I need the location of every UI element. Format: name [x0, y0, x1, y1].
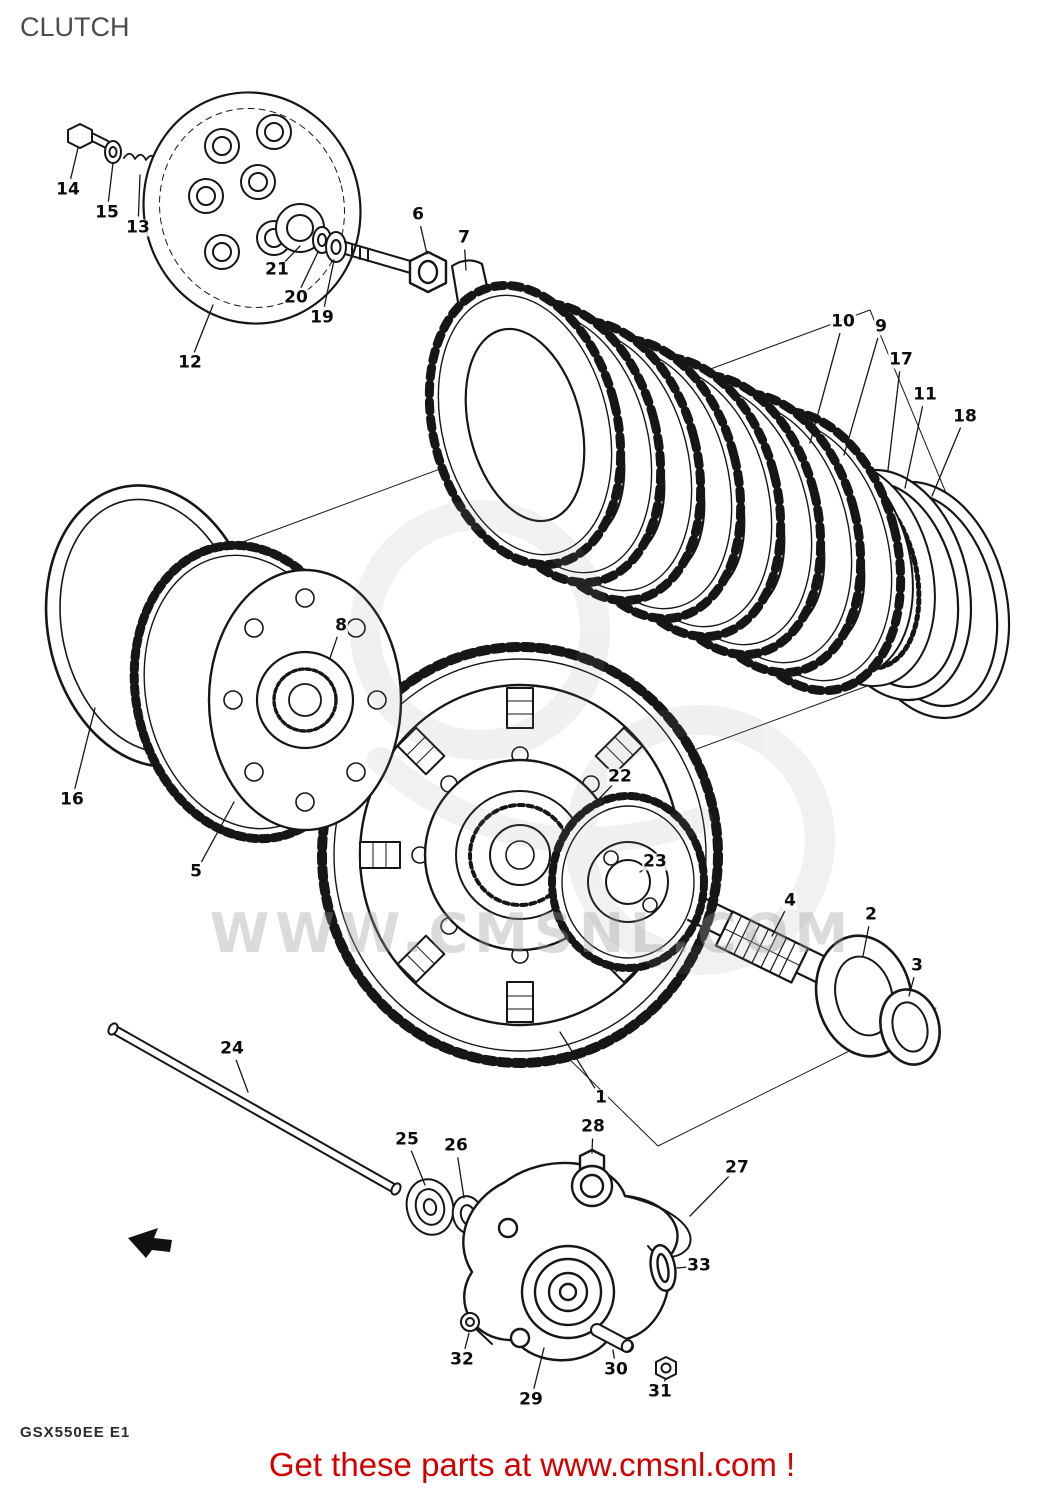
- callout-leader-lines: [70, 147, 962, 1390]
- watermark-text: WWW.CMSNL.COM: [210, 902, 854, 965]
- page-title: CLUTCH: [20, 12, 130, 42]
- small-nut-drawing: [655, 1356, 677, 1380]
- rod-washers-drawing: [405, 1178, 455, 1236]
- clutch-nut-drawing: [408, 250, 448, 294]
- cmsnl-promo-link[interactable]: Get these parts at www.cmsnl.com !: [268, 1446, 796, 1483]
- model-code: GSX550EE E1: [20, 1424, 131, 1441]
- pressure-plate-drawing: [142, 91, 415, 325]
- spacer-washer-drawing: [879, 988, 941, 1066]
- hub-plate-drawing: [207, 568, 403, 832]
- direction-marker-icon: [128, 1228, 172, 1258]
- release-mechanism-drawing: [462, 1148, 692, 1362]
- push-rod-drawing: [107, 1022, 402, 1196]
- watermark-logo: [350, 500, 835, 975]
- dowel-pin-drawing: [589, 1323, 635, 1353]
- clutch-plate-stack-drawing: [424, 280, 906, 696]
- small-bolt-drawing: [460, 1312, 493, 1345]
- sub-gear-drawing: [548, 792, 708, 972]
- gasket-drawing: [649, 1244, 677, 1292]
